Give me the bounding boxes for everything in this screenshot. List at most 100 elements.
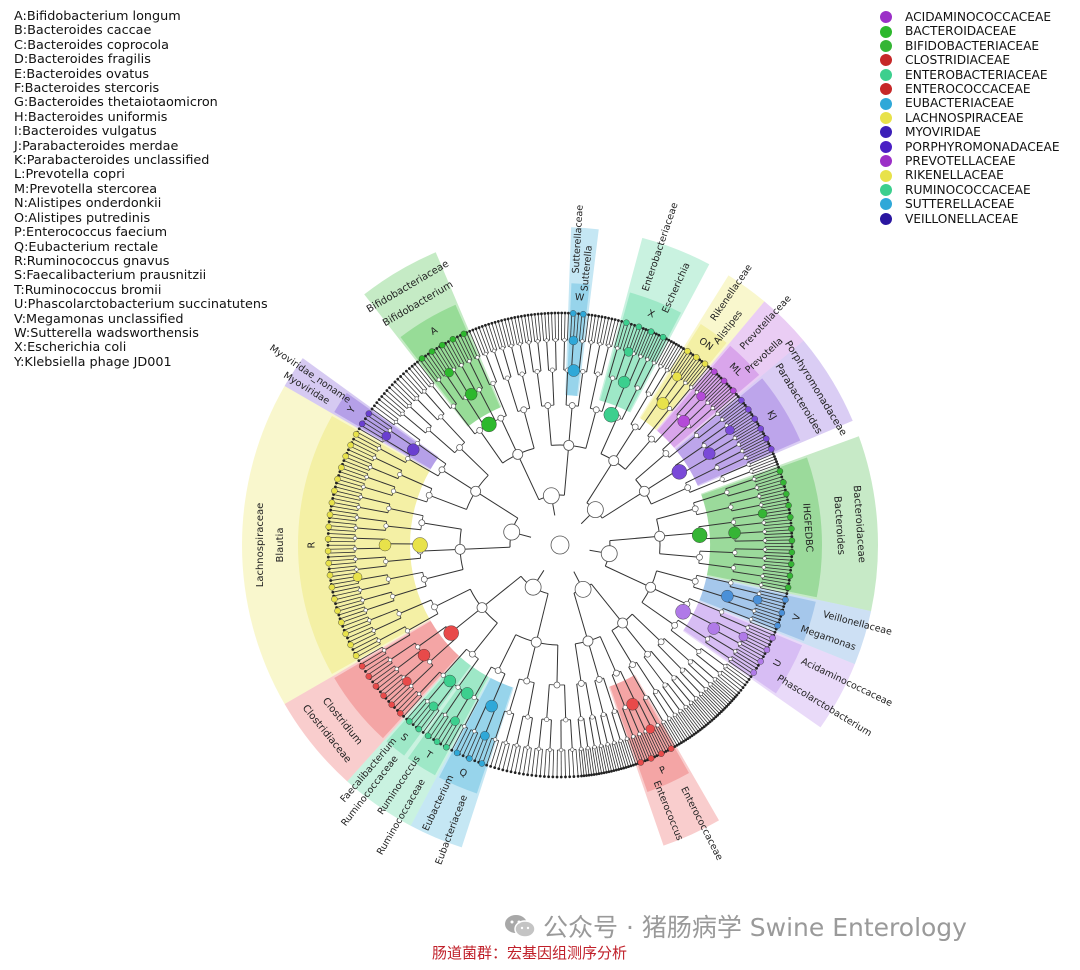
biomarker-node xyxy=(325,523,332,530)
leaf-node xyxy=(497,767,501,771)
branch xyxy=(695,698,715,719)
leaf-node xyxy=(363,417,367,421)
branch xyxy=(514,746,521,773)
branch xyxy=(355,537,386,540)
branch xyxy=(719,673,742,691)
branch xyxy=(747,450,773,463)
branch xyxy=(342,616,369,627)
branch xyxy=(448,341,462,366)
leaf-node xyxy=(477,326,481,329)
biomarker-node xyxy=(443,744,450,751)
tree-node xyxy=(525,714,531,720)
branch xyxy=(611,743,620,770)
branch xyxy=(419,708,437,731)
branch xyxy=(523,747,529,775)
branch xyxy=(758,596,785,604)
branch xyxy=(734,423,759,439)
branch xyxy=(460,365,477,392)
leaf-node xyxy=(331,496,335,500)
biomarker-node xyxy=(647,328,655,335)
leaf-node xyxy=(721,708,725,712)
tree-node xyxy=(579,746,584,752)
branch xyxy=(530,314,536,342)
branch xyxy=(451,339,465,365)
branch xyxy=(725,478,755,490)
leaf-node xyxy=(496,319,500,323)
leaf-node xyxy=(780,475,784,479)
biomarker-node xyxy=(325,560,332,567)
tree-node xyxy=(724,489,730,495)
leaf-node xyxy=(327,520,331,524)
branch xyxy=(342,463,368,475)
legend-dot xyxy=(880,184,892,197)
tree-node xyxy=(470,485,482,497)
tree-node xyxy=(405,628,411,634)
branch xyxy=(419,359,437,382)
leaf-node xyxy=(590,313,594,317)
branch xyxy=(444,722,459,747)
branch xyxy=(486,739,496,766)
leaf-node xyxy=(690,734,694,738)
branch xyxy=(345,623,371,635)
branch xyxy=(613,742,622,769)
branch xyxy=(656,373,674,400)
biomarker-node xyxy=(428,348,436,355)
legend-label: BIFIDOBACTERIACEAE xyxy=(905,38,1040,53)
tree-node xyxy=(612,740,617,745)
branch xyxy=(420,548,461,552)
branch xyxy=(385,525,421,531)
leaf-node xyxy=(576,774,580,778)
tree-node xyxy=(712,677,717,682)
branch xyxy=(759,489,786,497)
tree-node xyxy=(476,602,488,613)
branch xyxy=(764,555,792,558)
branch xyxy=(397,378,417,399)
branch xyxy=(394,381,415,402)
branch xyxy=(734,548,765,550)
tree-node xyxy=(553,337,558,343)
branch xyxy=(440,416,466,443)
branch xyxy=(555,340,557,371)
key-item: M:Prevotella stercorea xyxy=(14,181,158,197)
branch xyxy=(718,457,746,471)
leaf-node xyxy=(747,678,751,681)
tree-node xyxy=(762,556,767,561)
tree-node xyxy=(758,502,764,508)
leaf-node xyxy=(777,465,780,469)
branch xyxy=(428,429,456,454)
branch xyxy=(715,394,737,413)
biomarker-node xyxy=(328,499,336,506)
leaf-node xyxy=(342,459,346,463)
branch xyxy=(628,356,641,385)
branch xyxy=(698,419,723,439)
leaf-node xyxy=(484,323,487,327)
tree-node xyxy=(512,448,524,460)
branch xyxy=(650,369,668,396)
branch xyxy=(666,346,682,371)
biomarker-node xyxy=(428,701,439,712)
tree-node xyxy=(688,700,694,705)
branch xyxy=(688,364,707,387)
biomarker-node xyxy=(485,699,498,713)
leaf-node xyxy=(673,745,677,748)
tree-node xyxy=(678,708,683,714)
biomarker-node xyxy=(418,355,426,362)
biomarker-node xyxy=(480,731,490,741)
tree-node xyxy=(390,488,396,494)
biomarker-node xyxy=(788,549,796,556)
root-node xyxy=(550,535,570,555)
branch xyxy=(332,497,360,505)
branch xyxy=(650,650,675,679)
branch xyxy=(733,421,757,437)
branch xyxy=(460,546,511,550)
tree-node xyxy=(438,466,446,474)
leaf-node xyxy=(677,742,681,746)
branch xyxy=(445,374,464,400)
key-item: R:Ruminococcus gnavus xyxy=(14,253,170,269)
branch xyxy=(647,408,670,437)
tree-node xyxy=(420,575,428,583)
tree-node xyxy=(582,635,594,647)
branch xyxy=(583,748,587,776)
branch xyxy=(445,343,460,367)
tree-node xyxy=(683,380,688,385)
